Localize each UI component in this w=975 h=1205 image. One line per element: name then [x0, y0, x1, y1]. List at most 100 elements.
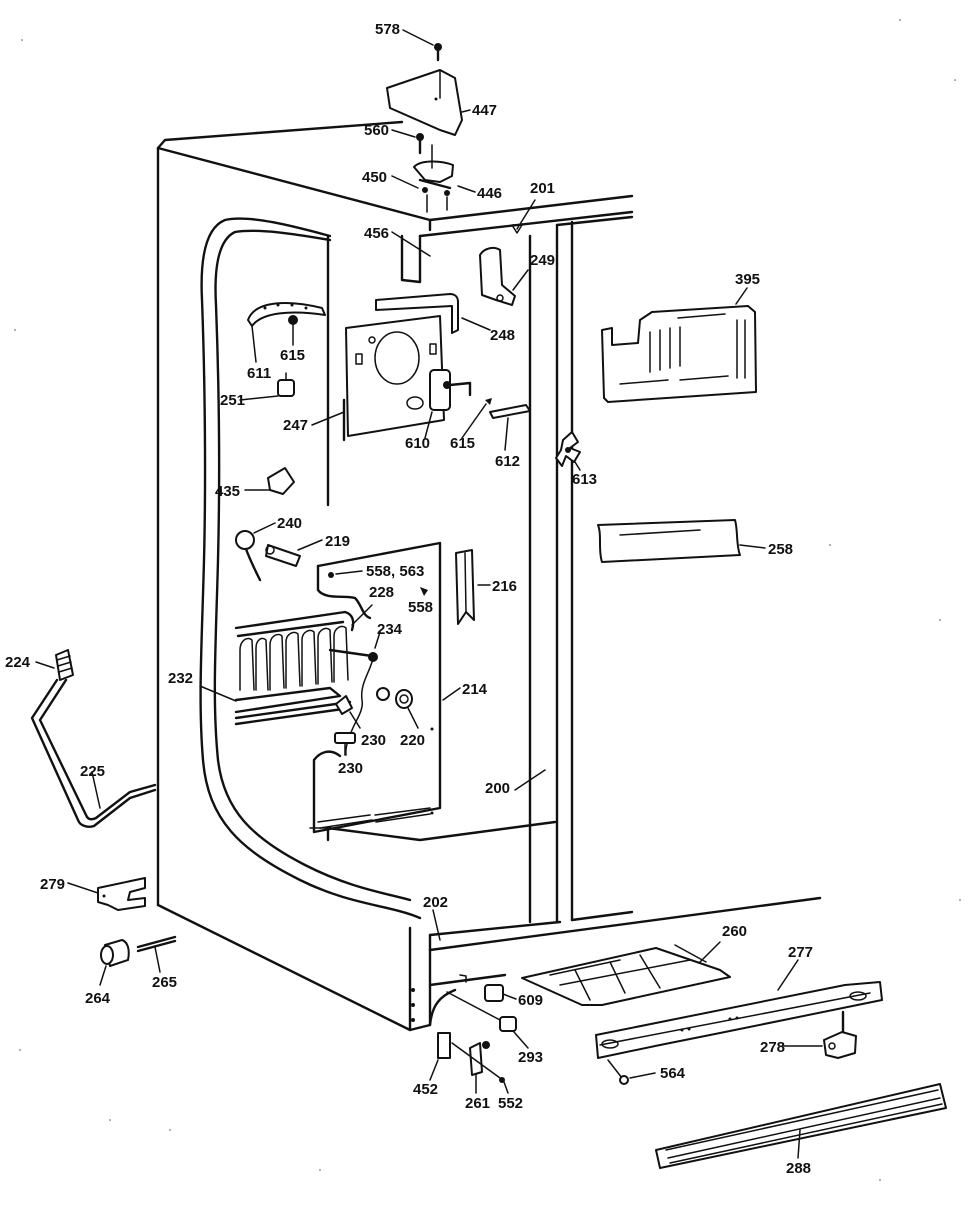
part-219-defrost-thermostat: [265, 539, 323, 567]
label-610: 610: [405, 435, 430, 452]
part-610-fan-motor: [406, 369, 472, 439]
label-609: 609: [518, 992, 543, 1009]
label-230: 230: [361, 732, 386, 749]
label-248: 248: [490, 327, 515, 344]
label-240: 240: [277, 515, 302, 532]
part-450-shim: [391, 175, 419, 189]
label-216: 216: [492, 578, 517, 595]
part-225-suction-line: [30, 678, 157, 828]
scan-noise: [14, 19, 961, 1181]
part-278-bottom-hinge: [783, 1010, 857, 1059]
label-288: 288: [786, 1160, 811, 1177]
part-232-evaporator: [199, 610, 378, 726]
part-611-clip: [247, 302, 326, 363]
label-224: 224: [5, 654, 31, 671]
label-452: 452: [413, 1081, 438, 1098]
label-611: 611: [247, 365, 271, 382]
part-552-screw: [451, 1042, 509, 1094]
label-264: 264: [85, 990, 111, 1007]
label-578: 578: [375, 21, 400, 38]
label-558: 558: [408, 599, 433, 616]
part-447-hinge-cover: [386, 69, 471, 136]
part-248-channel: [375, 293, 491, 334]
part-265-axle: [136, 935, 177, 973]
part-612-clip: [489, 404, 531, 451]
part-288-grille: [655, 1083, 947, 1169]
part-615-screw-2: [461, 398, 492, 439]
label-456: 456: [364, 225, 389, 242]
part-578-screw: [402, 29, 442, 62]
leader-200: [514, 769, 546, 791]
part-230-clip: [335, 695, 361, 729]
part-615-screw: [288, 315, 298, 346]
label-201: 201: [530, 180, 555, 197]
cabinet-200: [156, 120, 822, 1032]
label-234: 234: [377, 621, 403, 638]
label-220: 220: [400, 732, 425, 749]
label-214: 214: [462, 681, 488, 698]
label-552: 552: [498, 1095, 523, 1112]
part-435-timer: [244, 467, 295, 495]
label-447: 447: [472, 102, 497, 119]
label-293: 293: [518, 1049, 543, 1066]
label-395: 395: [735, 271, 760, 288]
label-202: 202: [423, 894, 448, 911]
label-558-563: 558, 563: [366, 563, 424, 580]
part-564-screw: [607, 1059, 656, 1085]
part-446-top-hinge: [413, 144, 476, 213]
label-228: 228: [369, 584, 394, 601]
part-216-channel: [455, 549, 491, 625]
part-258-air-duct: [597, 519, 766, 563]
part-395-evaporator-cover: [601, 287, 757, 403]
part-247-fan-bracket: [311, 315, 445, 442]
label-435: 435: [215, 483, 240, 500]
part-220-grommet: [376, 687, 419, 729]
leader-201: [511, 199, 536, 234]
part-264-roller: [99, 939, 130, 986]
label-446: 446: [477, 185, 502, 202]
part-224-drier: [35, 649, 74, 681]
label-260: 260: [722, 923, 747, 940]
label-225: 225: [80, 763, 105, 780]
part-558-screw: [420, 587, 428, 596]
label-200: 200: [485, 780, 510, 797]
part-293-switch: [446, 991, 529, 1049]
part-613-fan-blade: [555, 431, 581, 471]
part-261-hinge: [469, 1041, 490, 1094]
part-277-base-rail: [595, 959, 883, 1059]
label-277: 277: [788, 944, 813, 961]
part-249-bracket: [479, 246, 529, 306]
label-612: 612: [495, 453, 520, 470]
label-278: 278: [760, 1039, 785, 1056]
part-260-drain-pan: [521, 941, 731, 1006]
label-265: 265: [152, 974, 177, 991]
label-232: 232: [168, 670, 193, 687]
label-230-2: 230: [338, 760, 363, 777]
label-258: 258: [768, 541, 793, 558]
label-615-2: 615: [450, 435, 475, 452]
part-230-clip-2: [334, 732, 356, 756]
part-251-thermostat: [239, 372, 295, 401]
part-228-heater-wire: [351, 604, 373, 626]
label-219: 219: [325, 533, 350, 550]
leader-456: [391, 231, 431, 257]
part-240-grommet: [235, 522, 276, 582]
part-560-hinge-screw: [391, 129, 424, 155]
label-450: 450: [362, 169, 387, 186]
leader-202: [432, 909, 441, 941]
label-613: 613: [572, 471, 597, 488]
label-279: 279: [40, 876, 65, 893]
label-564: 564: [660, 1065, 686, 1082]
label-560: 560: [364, 122, 389, 139]
label-615: 615: [280, 347, 305, 364]
label-247: 247: [283, 417, 308, 434]
label-251: 251: [220, 392, 245, 409]
part-279-bracket: [67, 877, 146, 911]
part-558-563-screws: [328, 570, 363, 578]
part-labels: 578 447 560 450 446 201 456 249 395 248 …: [5, 21, 813, 1177]
label-249: 249: [530, 252, 555, 269]
label-261: 261: [465, 1095, 490, 1112]
part-609-switch: [459, 974, 517, 1002]
